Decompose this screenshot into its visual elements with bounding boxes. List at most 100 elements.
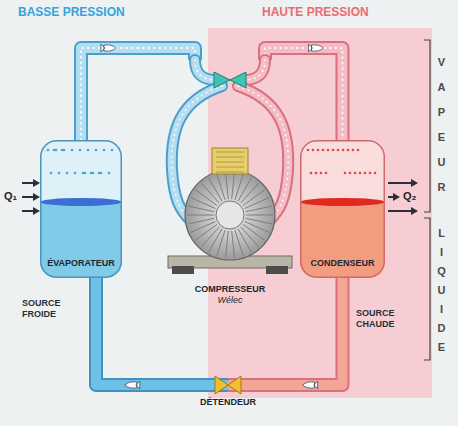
heat-arrowhead — [33, 179, 40, 187]
cooling-fin — [232, 231, 235, 258]
vapour-dot — [347, 149, 350, 152]
cooling-fin — [187, 215, 214, 216]
suction-tube — [195, 60, 216, 80]
pipe-wall — [96, 278, 193, 385]
cooling-fin — [238, 229, 252, 252]
refrigerant-pipe — [96, 278, 193, 389]
liquid — [300, 198, 385, 278]
tank-outline — [41, 141, 122, 278]
liquid-surface — [300, 198, 385, 206]
vapour-dot — [95, 149, 98, 152]
heat-arrowhead — [411, 207, 418, 215]
flow-arrow — [303, 381, 318, 389]
cooling-fin — [209, 229, 223, 252]
component-name: DÉTENDEUR — [200, 397, 256, 408]
cooling-fin — [246, 215, 273, 216]
vapour-dot — [66, 172, 69, 175]
vapour-bracket — [424, 40, 430, 212]
vapour-dot — [71, 149, 74, 152]
vapour-dot — [82, 172, 85, 175]
suction-tube — [195, 60, 216, 80]
vapour-dot — [98, 172, 101, 175]
heat-label: Q₁ — [4, 190, 17, 203]
vapour-dot — [344, 172, 347, 175]
valve-half — [215, 376, 228, 394]
compressor-foot — [266, 266, 288, 274]
evaporator-tank: ÉVAPORATEUR — [40, 140, 122, 278]
compressor-hub — [216, 201, 244, 229]
head-rib — [216, 167, 244, 168]
heat-arrow — [22, 182, 34, 184]
vapour-dot — [364, 172, 367, 175]
component-name: COMPRESSEUR — [195, 284, 266, 295]
evaporator-tank-art — [40, 140, 122, 278]
cooling-fin — [246, 218, 272, 224]
cooling-fin — [188, 206, 214, 212]
cooling-fin — [235, 230, 243, 256]
flow-arrow — [101, 44, 116, 52]
cooling-fin — [217, 230, 225, 256]
valve-half — [228, 376, 241, 394]
liquid — [40, 198, 122, 278]
cooling-fin — [243, 190, 265, 206]
head-rib — [216, 162, 244, 163]
cooling-fin — [217, 174, 225, 200]
expansion-valve: DÉTENDEUR — [193, 372, 263, 412]
cooling-fin — [226, 172, 229, 199]
compressor: COMPRESSEURWélec — [150, 60, 310, 310]
pipe-wall — [263, 278, 343, 385]
pressure-zone-label: HAUTE PRESSION — [262, 5, 369, 19]
vapour-dot — [337, 149, 340, 152]
vapour-dot — [307, 149, 310, 152]
flow-arrow — [309, 44, 324, 52]
compressor-head — [212, 148, 248, 174]
vapour-dot — [111, 149, 114, 152]
vapour-dot — [374, 172, 377, 175]
vapour-dot — [354, 172, 357, 175]
vapour-dot — [312, 149, 315, 152]
compressor-art — [150, 60, 310, 310]
vapour-dot — [327, 149, 330, 152]
valve-left — [214, 72, 230, 88]
liquid-bracket — [424, 218, 430, 360]
cooling-fin — [245, 198, 270, 209]
component-name: CONDENSEUR — [310, 258, 374, 269]
heat-arrowhead — [33, 193, 40, 201]
heat-arrow — [388, 182, 412, 184]
phase-brackets — [424, 40, 430, 360]
head-rib — [216, 152, 244, 153]
vapour-dot — [369, 172, 372, 175]
vapour-dot — [108, 172, 111, 175]
flow-arrow — [125, 381, 140, 389]
vapour-dot — [58, 172, 61, 175]
source-label: SOURCE FROIDE — [22, 298, 72, 320]
vapour-dot — [322, 149, 325, 152]
cooling-fin — [245, 222, 270, 233]
vapour-dot — [320, 172, 323, 175]
vapour-dot — [74, 172, 77, 175]
cooling-fin — [241, 227, 259, 247]
pressure-zone-label: BASSE PRESSION — [18, 5, 125, 19]
vapour-dot — [53, 149, 56, 152]
vapour-dot — [310, 172, 313, 175]
valve-right — [230, 72, 246, 88]
tank-outline — [301, 141, 385, 278]
cooling-fin — [195, 224, 217, 240]
vapour-dot — [349, 172, 352, 175]
heat-arrow — [22, 196, 34, 198]
refrigerant-pipe — [263, 278, 343, 389]
suction-tube — [195, 60, 216, 80]
source-label: SOURCE CHAUDE — [356, 308, 412, 330]
cooling-fin — [235, 174, 243, 200]
cooling-fin — [201, 183, 219, 203]
condenser-tank: CONDENSEUR — [300, 140, 385, 278]
heat-arrow — [388, 210, 412, 212]
component-name: ÉVAPORATEUR — [47, 258, 115, 269]
vapour-dot — [87, 149, 90, 152]
discharge-tube — [244, 60, 265, 80]
cooling-fin — [226, 231, 229, 258]
vapour-dot — [342, 149, 345, 152]
heat-label: Q₂ — [403, 190, 416, 203]
heat-arrowhead — [33, 207, 40, 215]
